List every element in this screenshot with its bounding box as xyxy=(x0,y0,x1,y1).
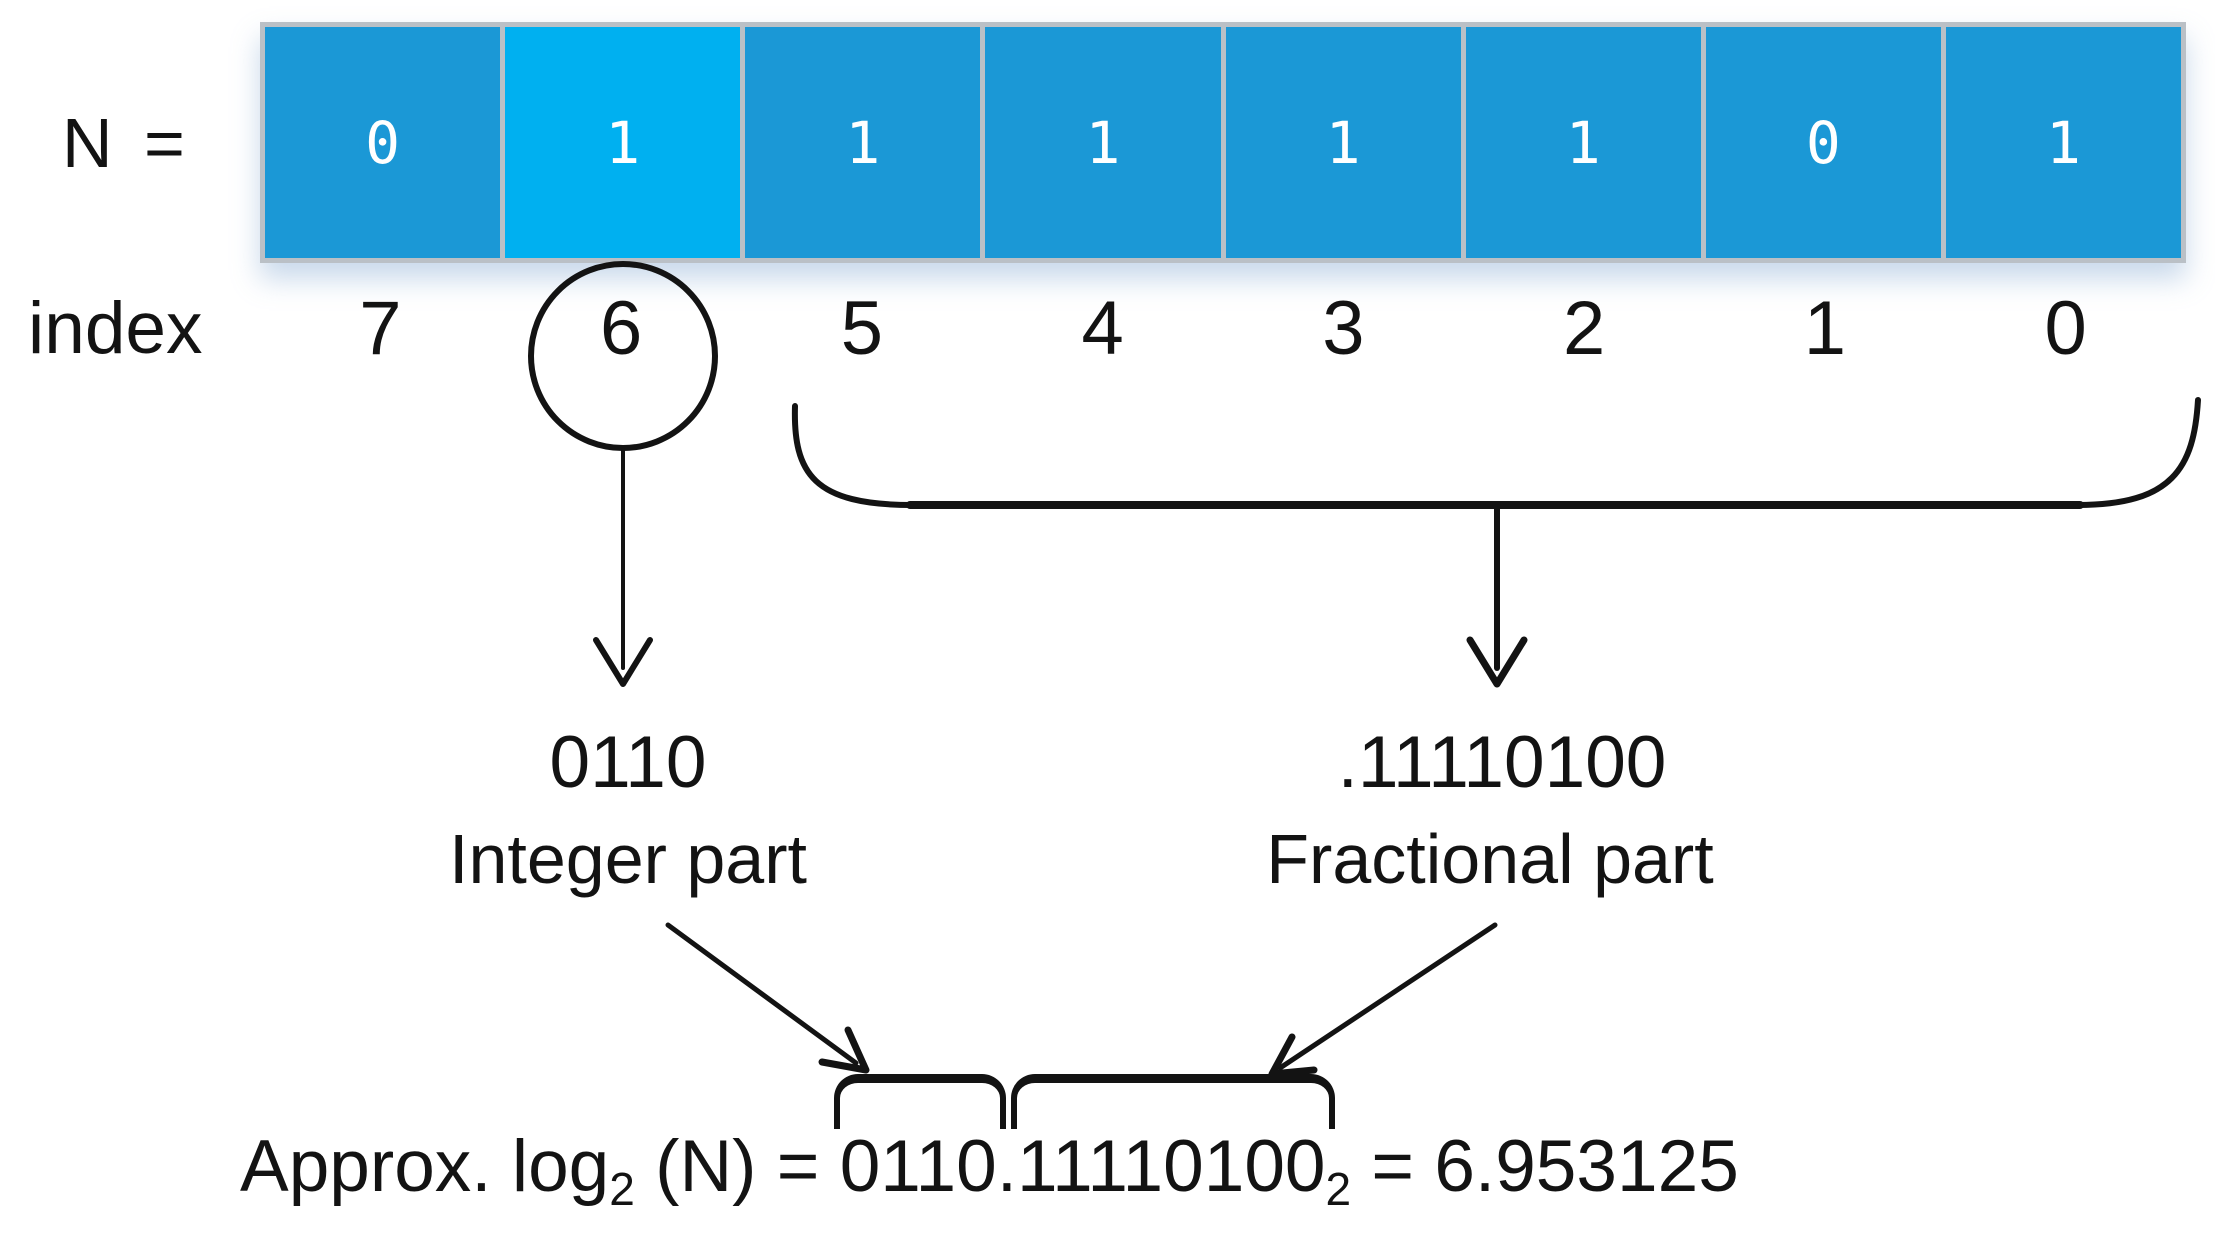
integer-to-formula-arrow-head xyxy=(818,1026,870,1074)
n-equals-label: N = xyxy=(62,104,191,182)
bit-cell: 1 xyxy=(1465,27,1701,258)
index-value: 2 xyxy=(1562,286,1606,371)
fraction-span-brace xyxy=(791,397,2201,508)
integer-arrow-head xyxy=(593,637,653,687)
fraction-to-formula-arrow-head xyxy=(1268,1033,1318,1078)
index-value: 6 xyxy=(599,286,643,371)
fraction-overbrace xyxy=(1010,1074,1335,1129)
formula-binary-point: . xyxy=(996,1126,1017,1207)
bit-cell: 1 xyxy=(1945,27,2181,258)
formula-integer-group: 0110 xyxy=(833,1074,1006,1203)
formula-log-base-subscript: 2 xyxy=(609,1163,635,1215)
index-value: 1 xyxy=(1803,286,1847,371)
index-value: 3 xyxy=(1322,286,1365,371)
bit-cell: 1 xyxy=(985,27,1221,258)
formula-fraction-group: 11110100 xyxy=(1010,1074,1335,1203)
index-value: 7 xyxy=(359,286,402,371)
index-label: index xyxy=(28,288,203,369)
bit-cell: 1 xyxy=(1225,27,1461,258)
bit-cell: 1 xyxy=(505,27,741,258)
fractional-part-value: .11110100 xyxy=(1337,722,1667,803)
formula-prefix: Approx. log xyxy=(240,1126,610,1207)
index-6-circle xyxy=(528,261,718,451)
integer-part-value: 0110 xyxy=(549,722,707,803)
index-value: 5 xyxy=(840,286,884,371)
bit-cell: 0 xyxy=(1705,27,1941,258)
formula-integer-bits: 0110 xyxy=(839,1126,997,1207)
integer-part-label: Integer part xyxy=(449,820,807,898)
bit-cell: 0 xyxy=(265,27,501,258)
formula-argument: (N) = xyxy=(634,1126,840,1207)
integer-to-formula-arrow-line xyxy=(665,922,859,1066)
formula-number-base-subscript: 2 xyxy=(1325,1163,1352,1215)
fraction-arrow-head xyxy=(1466,636,1528,688)
fractional-part-label: Fractional part xyxy=(1266,820,1714,898)
fraction-to-formula-arrow-line xyxy=(1277,922,1498,1071)
index-value: 4 xyxy=(1081,286,1124,371)
formula-result: = 6.953125 xyxy=(1351,1126,1739,1207)
index-row: 7 6 5 4 3 2 1 0 xyxy=(260,287,2186,371)
integer-overbrace xyxy=(833,1074,1006,1129)
bit-cell: 1 xyxy=(745,27,981,258)
formula-fraction-bits: 11110100 xyxy=(1016,1126,1326,1207)
index-value: 0 xyxy=(2044,286,2087,371)
